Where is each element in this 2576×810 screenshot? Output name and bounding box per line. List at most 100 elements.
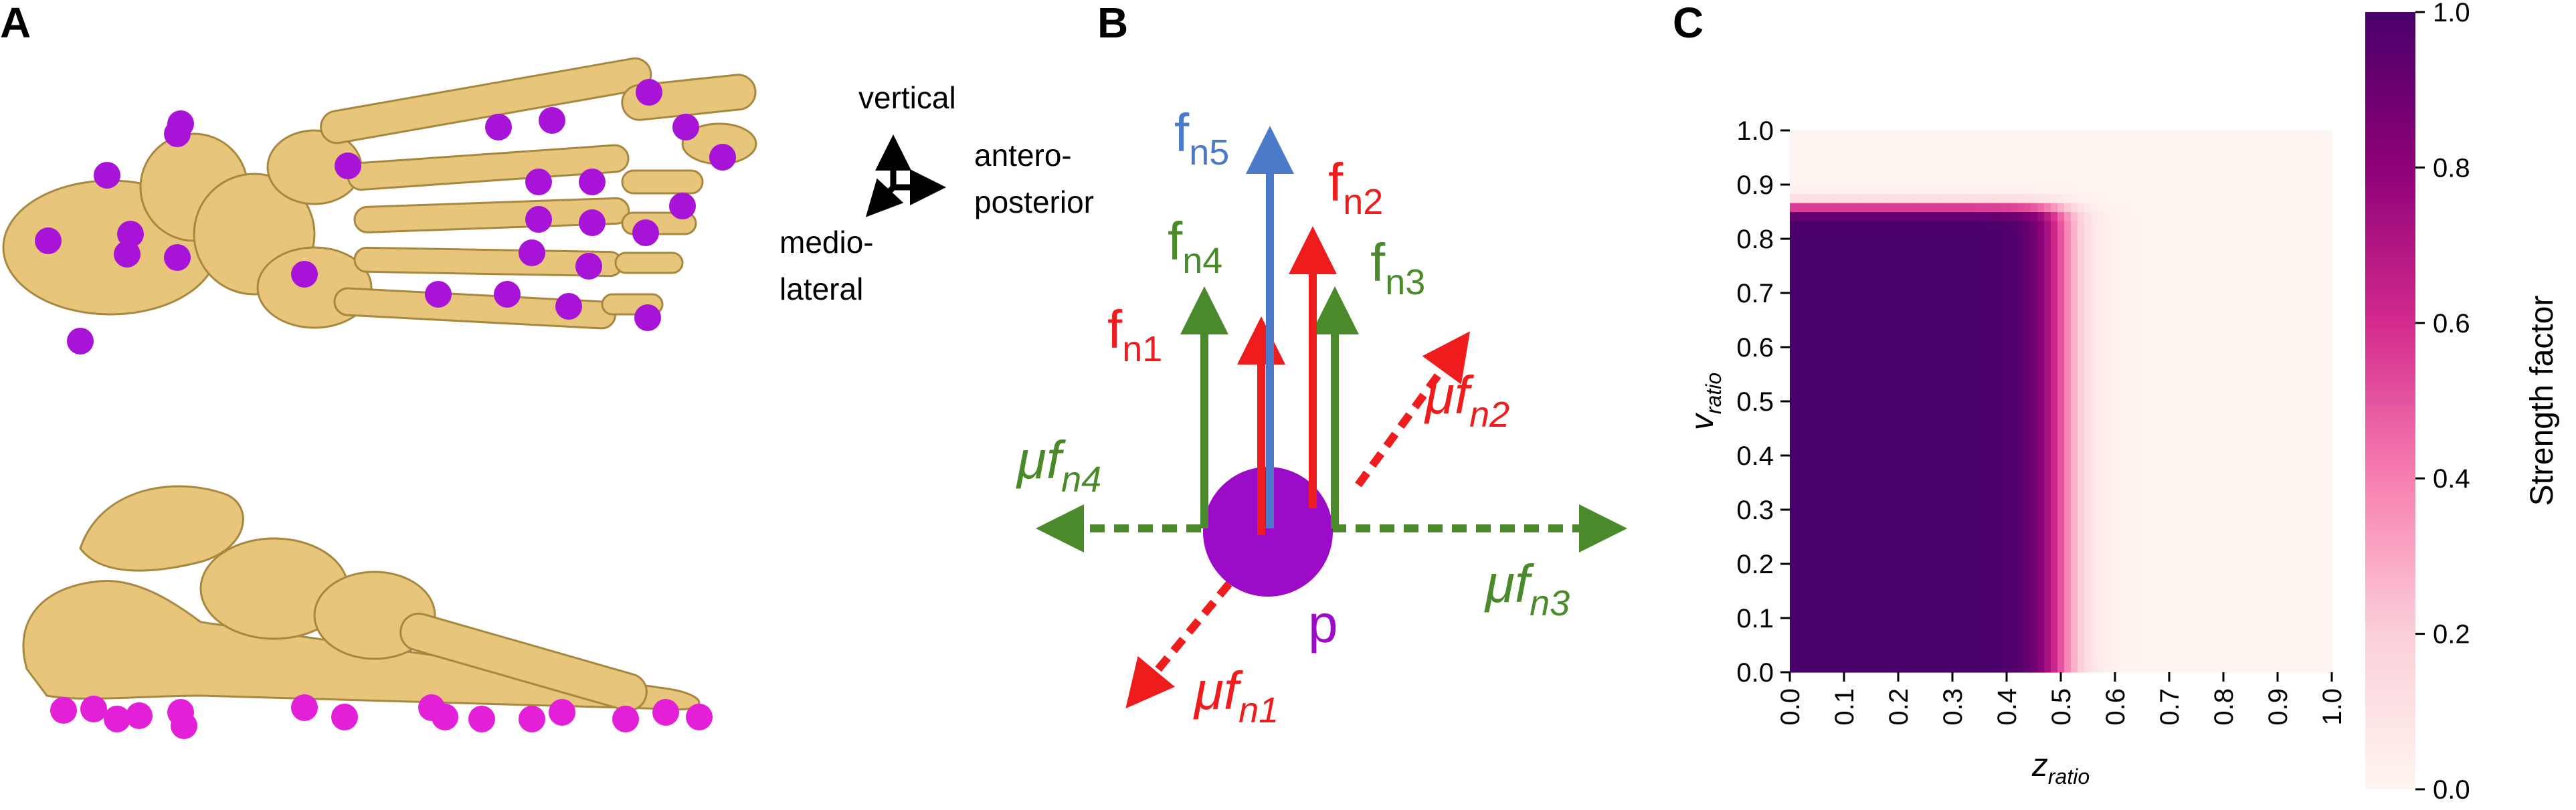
heatmap-cell (2138, 510, 2145, 520)
heatmap-cell (2198, 239, 2205, 249)
heatmap-cell (2238, 293, 2245, 303)
heatmap-cell (2312, 536, 2319, 546)
heatmap-cell (1817, 320, 1824, 330)
heatmap-cell (1890, 293, 1898, 303)
heatmap-cell (1850, 528, 1857, 538)
heatmap-cell (1930, 564, 1938, 574)
heatmap-cell (2278, 492, 2286, 502)
heatmap-cell (1857, 356, 1864, 366)
heatmap-cell (2051, 257, 2058, 267)
heatmap-cell (2091, 211, 2098, 221)
heatmap-cell (2218, 564, 2225, 574)
heatmap-cell (2037, 374, 2045, 384)
heatmap-cell (1830, 302, 1837, 312)
heatmap-cell (2325, 636, 2332, 646)
heatmap-cell (2078, 492, 2085, 502)
heatmap-cell (2024, 374, 2031, 384)
heatmap-cell (1870, 564, 1877, 574)
heatmap-cell (2138, 573, 2145, 583)
heatmap-cell (2218, 157, 2225, 167)
heatmap-cell (2205, 275, 2212, 285)
heatmap-cell (2138, 437, 2145, 447)
heatmap-cell (2151, 247, 2158, 258)
heatmap-cell (2011, 645, 2018, 655)
heatmap-cell (2037, 401, 2045, 411)
heatmap-cell (2098, 293, 2105, 303)
heatmap-cell (2205, 455, 2212, 466)
heatmap-cell (1843, 573, 1851, 583)
heatmap-cell (2118, 518, 2125, 528)
heatmap-cell (2037, 510, 2045, 520)
heatmap-cell (1950, 428, 1958, 438)
heatmap-cell (2278, 203, 2286, 213)
heatmap-cell (1897, 148, 1904, 159)
heatmap-cell (2225, 419, 2232, 429)
heatmap-cell (1843, 284, 1851, 294)
heatmap-cell (2084, 401, 2092, 411)
heatmap-cell (2158, 167, 2165, 177)
heatmap-cell (1857, 419, 1864, 429)
heatmap-cell (2011, 175, 2018, 185)
heatmap-cell (2158, 247, 2165, 258)
heatmap-cell (1843, 239, 1851, 249)
heatmap-cell (2037, 600, 2045, 610)
heatmap-cell (2325, 239, 2332, 249)
heatmap-cell (2312, 302, 2319, 312)
heatmap-cell (1904, 482, 1911, 492)
heatmap-cell (2185, 510, 2192, 520)
heatmap-cell (2037, 302, 2045, 312)
heatmap-cell (2178, 185, 2185, 195)
heatmap-cell (1823, 185, 1831, 195)
heatmap-cell (2131, 636, 2138, 646)
heatmap-cell (2258, 392, 2266, 402)
heatmap-cell (2211, 500, 2219, 510)
heatmap-cell (2104, 347, 2112, 357)
heatmap-cell (2272, 437, 2279, 447)
heatmap-cell (2305, 293, 2312, 303)
heatmap-cell (1837, 609, 1844, 619)
heatmap-cell (1917, 247, 1924, 258)
heatmap-cell (2325, 573, 2332, 583)
heatmap-cell (1817, 175, 1824, 185)
heatmap-cell (2151, 229, 2158, 239)
heatmap-cell (2124, 474, 2132, 484)
heatmap-cell (1890, 338, 1898, 348)
heatmap-cell (1850, 338, 1857, 348)
normal-force-arrows (1180, 126, 1359, 535)
heatmap-cell (2258, 383, 2266, 393)
heatmap-cell (1817, 374, 1824, 384)
heatmap-cell (1984, 437, 1991, 447)
heatmap-cell (2292, 618, 2299, 628)
heatmap-cell (2318, 546, 2326, 556)
heatmap-cell (2312, 257, 2319, 267)
heatmap-cell (1810, 482, 1817, 492)
heatmap-cell (1823, 383, 1831, 393)
heatmap-cell (2104, 582, 2112, 592)
heatmap-cell (1937, 419, 1944, 429)
heatmap-cell (1991, 229, 1998, 239)
heatmap-cell (2245, 175, 2252, 185)
heatmap-cell (2124, 410, 2132, 420)
heatmap-cell (1917, 302, 1924, 312)
heatmap-cell (2225, 401, 2232, 411)
heatmap-cell (2004, 139, 2011, 149)
heatmap-cell (2278, 510, 2286, 520)
heatmap-cell (2118, 446, 2125, 456)
heatmap-cell (2017, 645, 2025, 655)
heatmap-cell (2265, 482, 2272, 492)
heatmap-cell (1897, 338, 1904, 348)
heatmap-cell (2251, 464, 2259, 474)
heatmap-cell (2104, 365, 2112, 375)
heatmap-cell (2104, 239, 2112, 249)
heatmap-cell (2318, 320, 2326, 330)
heatmap-cell (1977, 139, 1985, 149)
heatmap-cell (2004, 482, 2011, 492)
heatmap-cell (1937, 645, 1944, 655)
heatmap-cell (2111, 627, 2118, 637)
heatmap-cell (2171, 618, 2179, 628)
heatmap-cell (2178, 365, 2185, 375)
heatmap-cell (2165, 311, 2172, 321)
heatmap-cell (2272, 464, 2279, 474)
heatmap-cell (1830, 410, 1837, 420)
